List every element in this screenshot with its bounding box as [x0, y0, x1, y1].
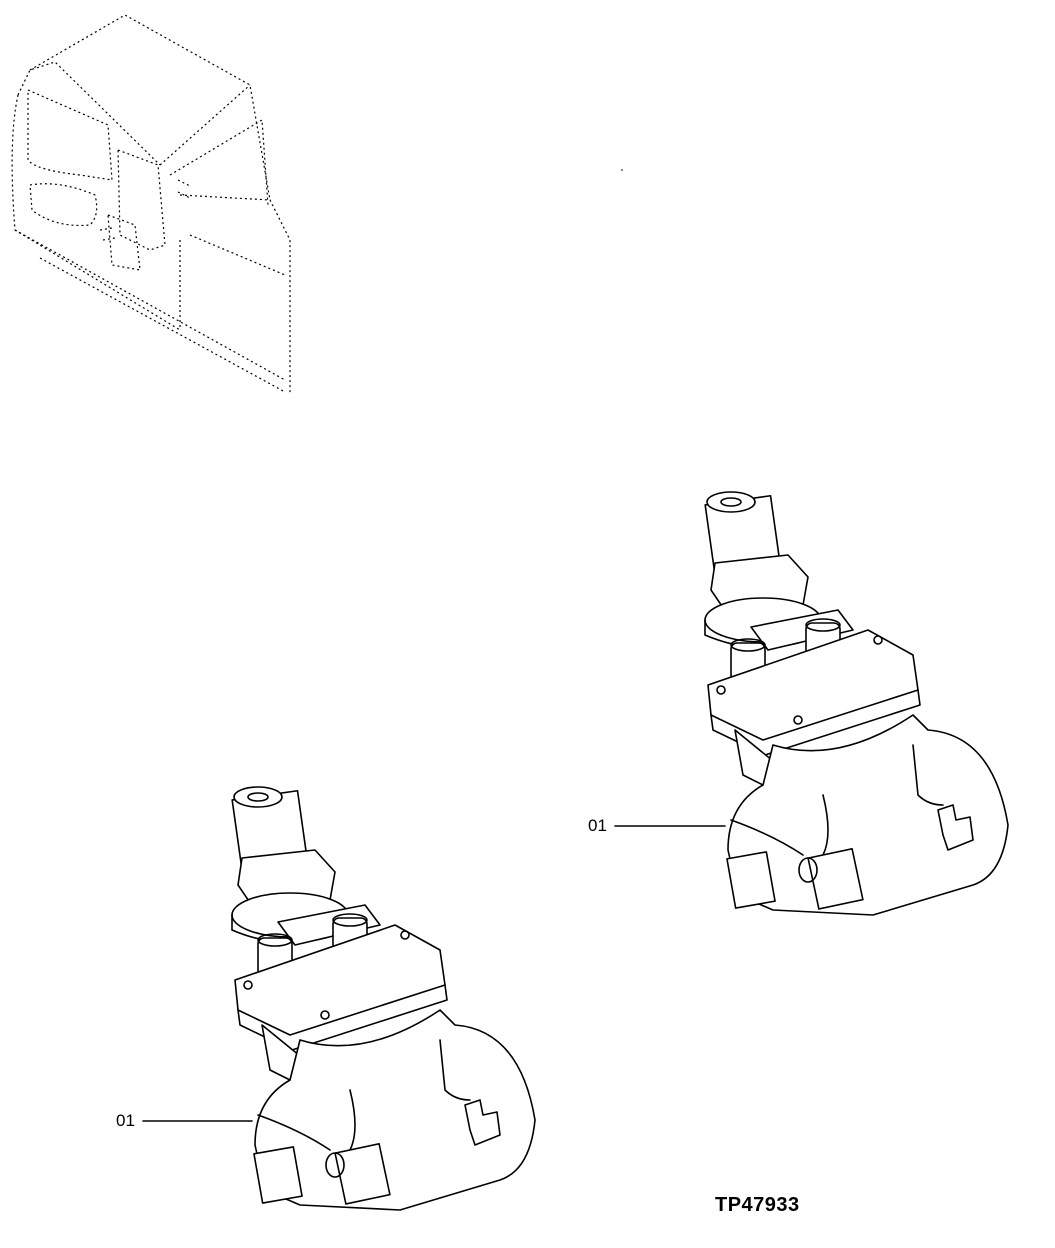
solenoid-valve-lower [231, 786, 536, 1211]
figure-code: TP47933 [715, 1194, 800, 1216]
solenoid-valve-upper [704, 491, 1009, 916]
callout-lower: 01 [116, 1111, 135, 1130]
cab-locator-view [11, 14, 291, 395]
callout-upper: 01 [588, 816, 607, 835]
